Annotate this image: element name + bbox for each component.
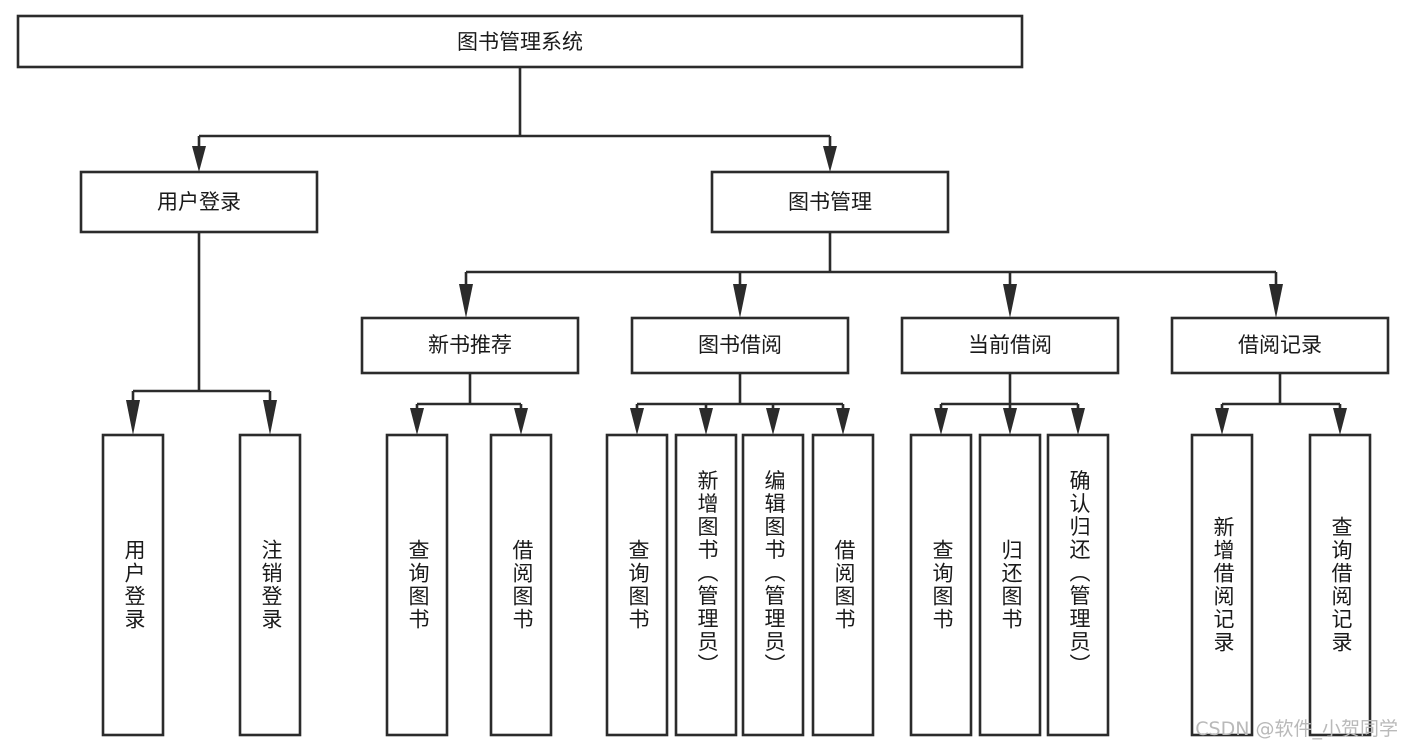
node-root-label: 图书管理系统 (457, 30, 583, 54)
watermark-text: CSDN @软件_小贺同学 (1195, 718, 1398, 740)
arrow-head-leaf-edit-book (766, 408, 780, 435)
node-leaf-query-book-2[interactable]: 查询图书 (605, 433, 669, 737)
node-user-login-label: 用户登录 (157, 190, 241, 214)
node-root[interactable]: 图书管理系统 (16, 14, 1024, 69)
arrow-head-leaf-user-login (126, 400, 140, 435)
arrow-head-leaf-user-logout (263, 400, 277, 435)
arrow-head-borrow-record (1269, 284, 1283, 318)
node-leaf-edit-book-box[interactable] (741, 433, 805, 737)
arrow-head-leaf-add-book (699, 408, 713, 435)
arrow-head-leaf-confirm-return (1071, 408, 1085, 435)
node-leaf-query-book-1-label: 查询图书 (406, 539, 430, 631)
node-leaf-query-book-3[interactable]: 查询图书 (909, 433, 973, 737)
arrow-head-leaf-query-book-1 (410, 408, 424, 435)
arrow-head-leaf-return-book (1003, 408, 1017, 435)
arrow-head-current-borrow (1003, 284, 1017, 318)
arrow-head-leaf-borrow-book-1 (514, 408, 528, 435)
node-book-borrow[interactable]: 图书借阅 (630, 316, 850, 375)
node-root-box[interactable] (16, 14, 1024, 69)
node-borrow-record-box[interactable] (1170, 316, 1390, 375)
node-new-book-recommend-label: 新书推荐 (428, 333, 512, 357)
arrow-head-leaf-query-book-3 (934, 408, 948, 435)
node-leaf-edit-book-label: 编辑图书（管理员） (762, 470, 786, 677)
node-book-management[interactable]: 图书管理 (710, 170, 950, 234)
connector-layer (126, 67, 1347, 435)
node-book-borrow-box[interactable] (630, 316, 850, 375)
node-leaf-return-book-box[interactable] (978, 433, 1042, 737)
node-leaf-borrow-book-1-box[interactable] (489, 433, 553, 737)
arrow-head-leaf-query-record (1333, 408, 1347, 435)
node-leaf-return-book-label: 归还图书 (999, 539, 1023, 631)
node-new-book-recommend-box[interactable] (360, 316, 580, 375)
node-book-borrow-label: 图书借阅 (698, 333, 782, 357)
node-leaf-add-book[interactable]: 新增图书（管理员） (674, 433, 738, 737)
node-leaf-borrow-book-2-label: 借阅图书 (832, 539, 856, 631)
node-leaf-query-book-3-label: 查询图书 (930, 539, 954, 631)
node-leaf-add-book-box[interactable] (674, 433, 738, 737)
node-leaf-query-record-box[interactable] (1308, 433, 1372, 737)
node-leaf-edit-book[interactable]: 编辑图书（管理员） (741, 433, 805, 737)
node-current-borrow[interactable]: 当前借阅 (900, 316, 1120, 375)
node-leaf-query-book-1-box[interactable] (385, 433, 449, 737)
node-leaf-add-record-label: 新增借阅记录 (1211, 516, 1235, 654)
node-book-management-label: 图书管理 (788, 190, 872, 214)
node-leaf-borrow-book-1[interactable]: 借阅图书 (489, 433, 553, 737)
node-leaf-query-record[interactable]: 查询借阅记录 (1308, 433, 1372, 737)
node-leaf-confirm-return-box[interactable] (1046, 433, 1110, 737)
node-leaf-user-login-label: 用户登录 (122, 539, 146, 631)
node-user-login-box[interactable] (79, 170, 319, 234)
node-current-borrow-box[interactable] (900, 316, 1120, 375)
node-leaf-add-record[interactable]: 新增借阅记录 (1190, 433, 1254, 737)
arrow-head-leaf-add-record (1215, 408, 1229, 435)
arrow-head-new-book-recommend (459, 284, 473, 318)
node-leaf-borrow-book-2[interactable]: 借阅图书 (811, 433, 875, 737)
node-leaf-add-record-box[interactable] (1190, 433, 1254, 737)
node-user-login[interactable]: 用户登录 (79, 170, 319, 234)
arrow-head-leaf-borrow-book-2 (836, 408, 850, 435)
node-leaf-query-book-2-box[interactable] (605, 433, 669, 737)
node-leaf-user-logout-box[interactable] (238, 433, 302, 737)
node-book-management-box[interactable] (710, 170, 950, 234)
node-leaf-borrow-book-2-box[interactable] (811, 433, 875, 737)
arrow-head-leaf-query-book-2 (630, 408, 644, 435)
node-leaf-add-book-label: 新增图书（管理员） (695, 470, 719, 677)
node-new-book-recommend[interactable]: 新书推荐 (360, 316, 580, 375)
node-leaf-user-login[interactable]: 用户登录 (101, 433, 165, 737)
node-leaf-user-logout-label: 注销登录 (259, 539, 283, 631)
node-current-borrow-label: 当前借阅 (968, 333, 1052, 357)
node-leaf-user-logout[interactable]: 注销登录 (238, 433, 302, 737)
arrow-head-user-login (192, 146, 206, 172)
arrow-head-book-borrow (733, 284, 747, 318)
node-leaf-confirm-return[interactable]: 确认归还（管理员） (1046, 433, 1110, 737)
node-leaf-query-record-label: 查询借阅记录 (1329, 516, 1353, 654)
node-leaf-query-book-2-label: 查询图书 (626, 539, 650, 631)
node-borrow-record[interactable]: 借阅记录 (1170, 316, 1390, 375)
node-leaf-return-book[interactable]: 归还图书 (978, 433, 1042, 737)
node-leaf-confirm-return-label: 确认归还（管理员） (1067, 470, 1091, 677)
node-leaf-user-login-box[interactable] (101, 433, 165, 737)
node-leaf-query-book-3-box[interactable] (909, 433, 973, 737)
node-leaf-borrow-book-1-label: 借阅图书 (510, 539, 534, 631)
node-leaf-query-book-1[interactable]: 查询图书 (385, 433, 449, 737)
node-borrow-record-label: 借阅记录 (1238, 333, 1322, 357)
arrow-head-book-management (823, 146, 837, 172)
